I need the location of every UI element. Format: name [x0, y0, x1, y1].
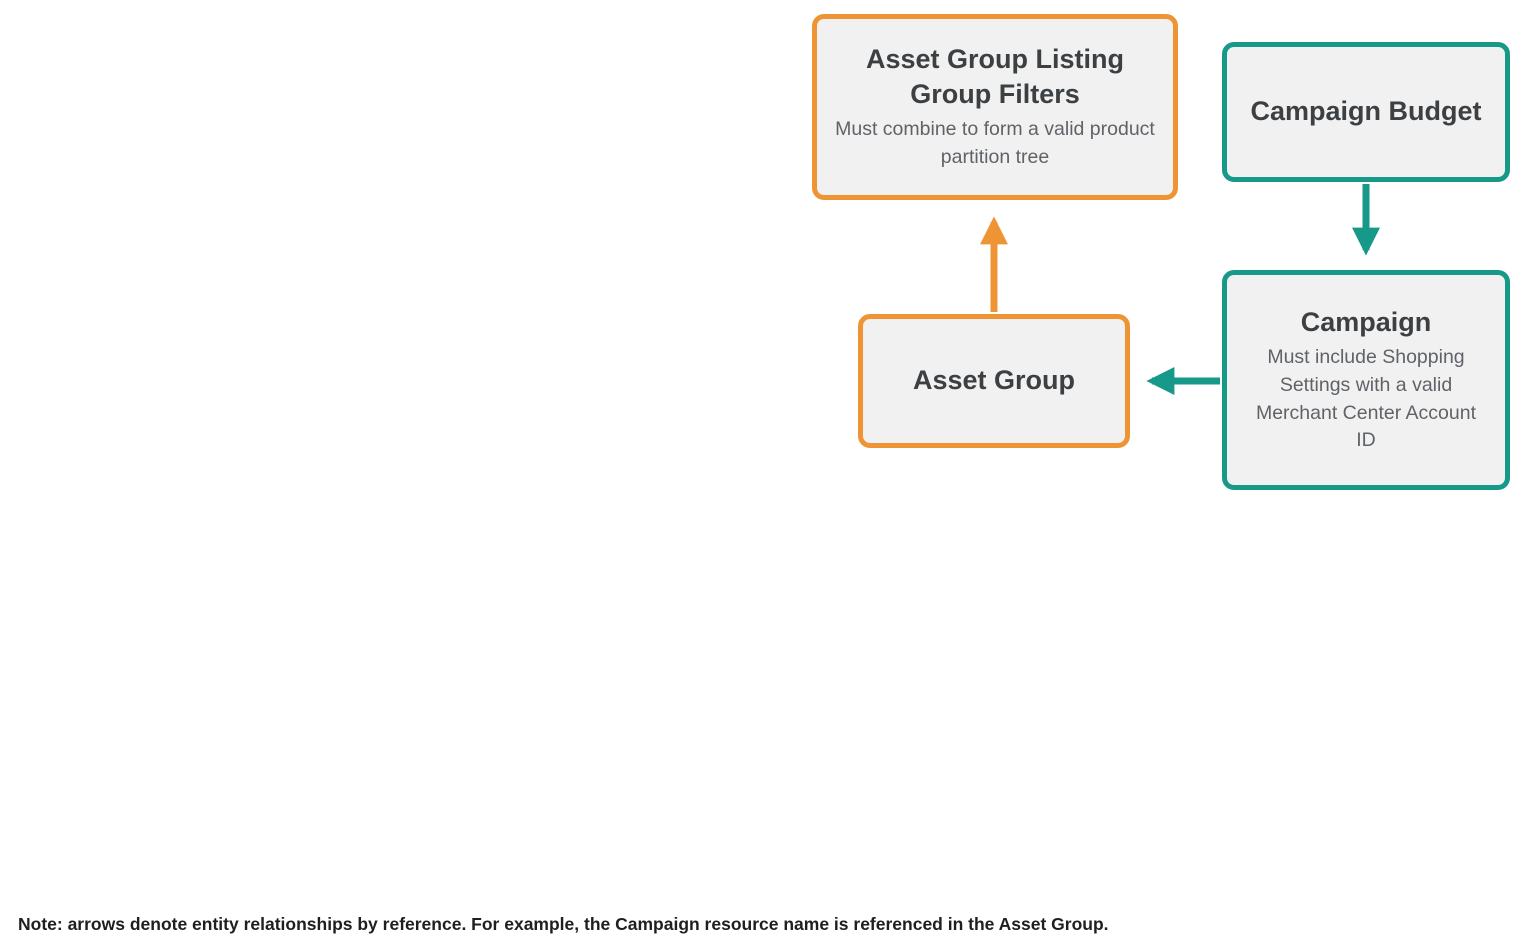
node-asset-group-listing-group-filters: Asset Group Listing Group Filters Must c… — [812, 14, 1178, 200]
node-title: Asset Group Listing Group Filters — [865, 44, 1125, 110]
node-subtitle: Must combine to form a valid product par… — [835, 118, 1155, 169]
node-title: Campaign — [1300, 307, 1432, 338]
footnote: Note: arrows denote entity relationships… — [18, 914, 1109, 934]
node-campaign: Campaign Must include Shopping Settings … — [1222, 270, 1510, 490]
node-subtitle: Must include Shopping Settings with a va… — [1255, 346, 1477, 452]
node-title: Campaign Budget — [1250, 96, 1482, 127]
node-title: Asset Group — [912, 365, 1076, 396]
node-campaign-budget: Campaign Budget — [1222, 42, 1510, 182]
node-asset-group: Asset Group — [858, 314, 1130, 448]
